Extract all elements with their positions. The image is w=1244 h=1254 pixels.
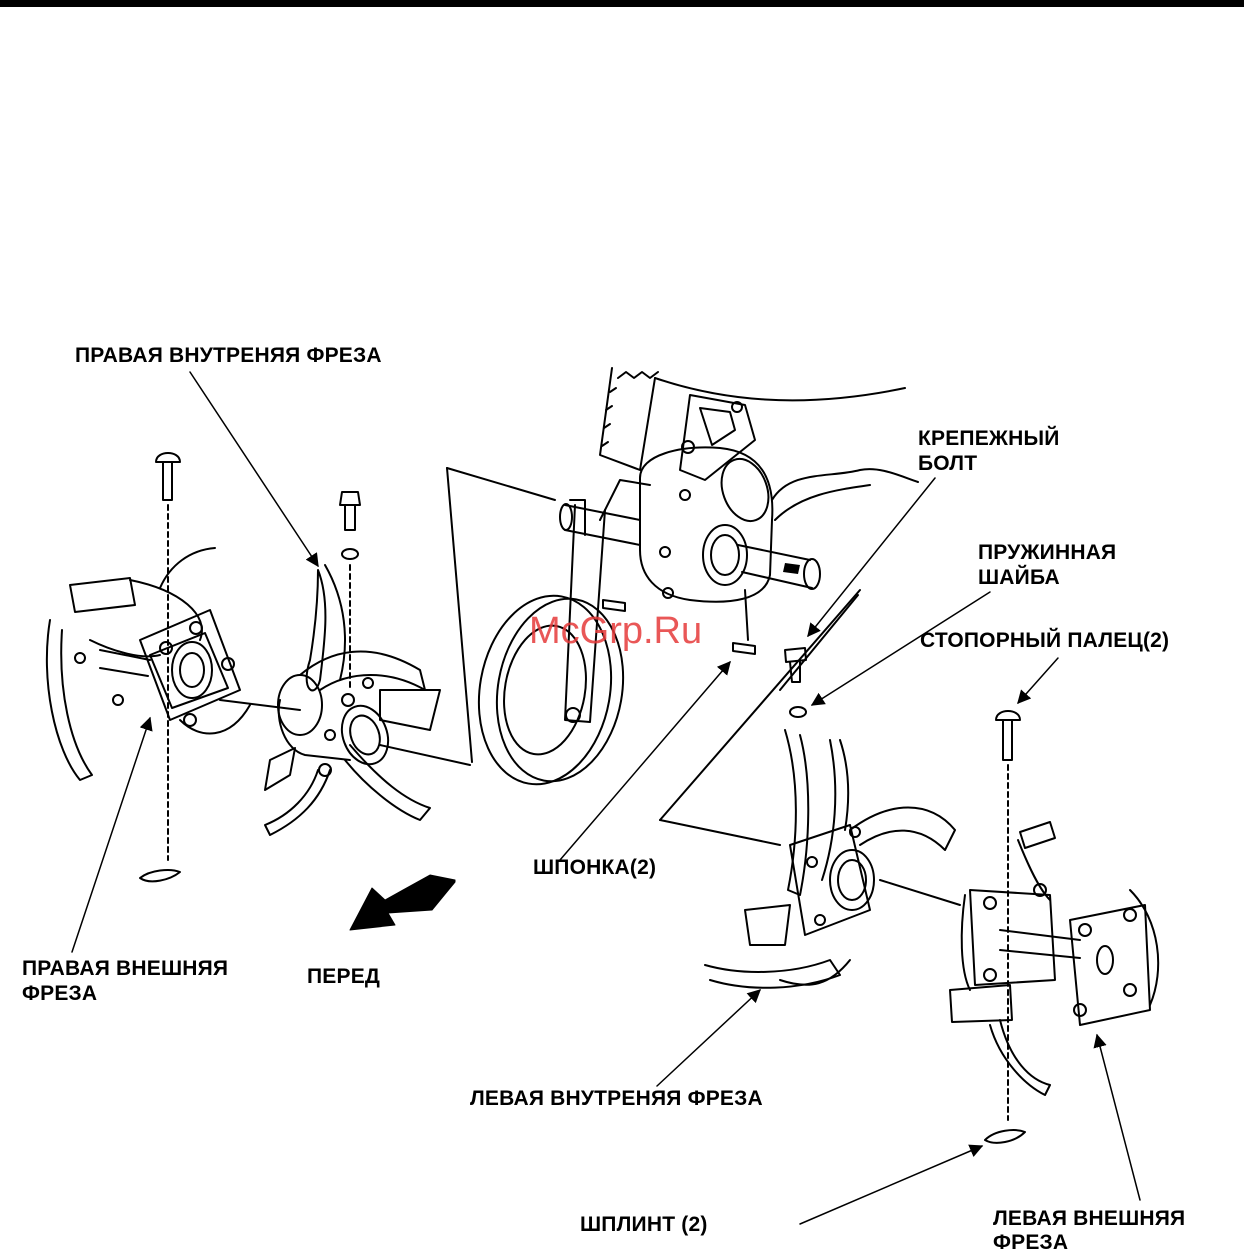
label-front: ПЕРЕД bbox=[307, 966, 380, 987]
left-inner-tiller bbox=[660, 590, 960, 988]
label-key: ШПОНКА(2) bbox=[533, 857, 656, 878]
label-lock-pin: СТОПОРНЫЙ ПАЛЕЦ(2) bbox=[920, 630, 1169, 651]
label-right-inner-tiller: ПРАВАЯ ВНУТРЕНЯЯ ФРЕЗА bbox=[75, 345, 382, 366]
label-right-outer-tiller-line2: ФРЕЗА bbox=[22, 983, 97, 1004]
right-inner-tiller bbox=[265, 492, 470, 835]
watermark: McGrp.Ru bbox=[529, 610, 702, 653]
label-cotter-pin: ШПЛИНТ (2) bbox=[580, 1214, 708, 1235]
label-left-outer-tiller-line2: ФРЕЗА bbox=[993, 1232, 1068, 1253]
label-left-outer-tiller-line1: ЛЕВАЯ ВНЕШНЯЯ bbox=[993, 1208, 1185, 1229]
label-mounting-bolt-line1: КРЕПЕЖНЫЙ bbox=[918, 428, 1060, 449]
label-spring-washer-line2: ШАЙБА bbox=[978, 567, 1060, 588]
front-direction-arrow bbox=[350, 875, 455, 930]
label-mounting-bolt-line2: БОЛТ bbox=[918, 453, 977, 474]
transmission-assembly bbox=[447, 368, 918, 795]
label-right-outer-tiller-line1: ПРАВАЯ ВНЕШНЯЯ bbox=[22, 958, 228, 979]
left-outer-tiller bbox=[950, 711, 1158, 1143]
right-outer-tiller bbox=[47, 453, 300, 881]
label-left-inner-tiller: ЛЕВАЯ ВНУТРЕНЯЯ ФРЕЗА bbox=[470, 1088, 763, 1109]
label-spring-washer-line1: ПРУЖИННАЯ bbox=[978, 542, 1116, 563]
